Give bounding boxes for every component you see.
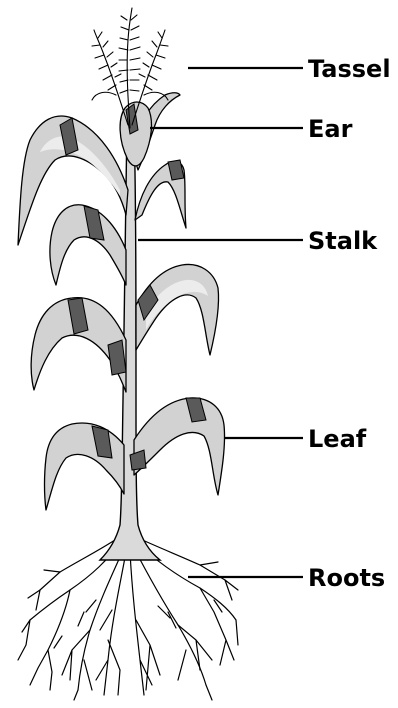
leaf-label: Leaf — [308, 425, 367, 453]
roots-illustration — [18, 538, 238, 700]
tassel-label: Tassel — [308, 55, 391, 83]
ear-label: Ear — [308, 115, 353, 143]
stalk-label: Stalk — [308, 227, 378, 255]
leaves-illustration — [18, 93, 225, 510]
roots-label: Roots — [308, 564, 385, 592]
